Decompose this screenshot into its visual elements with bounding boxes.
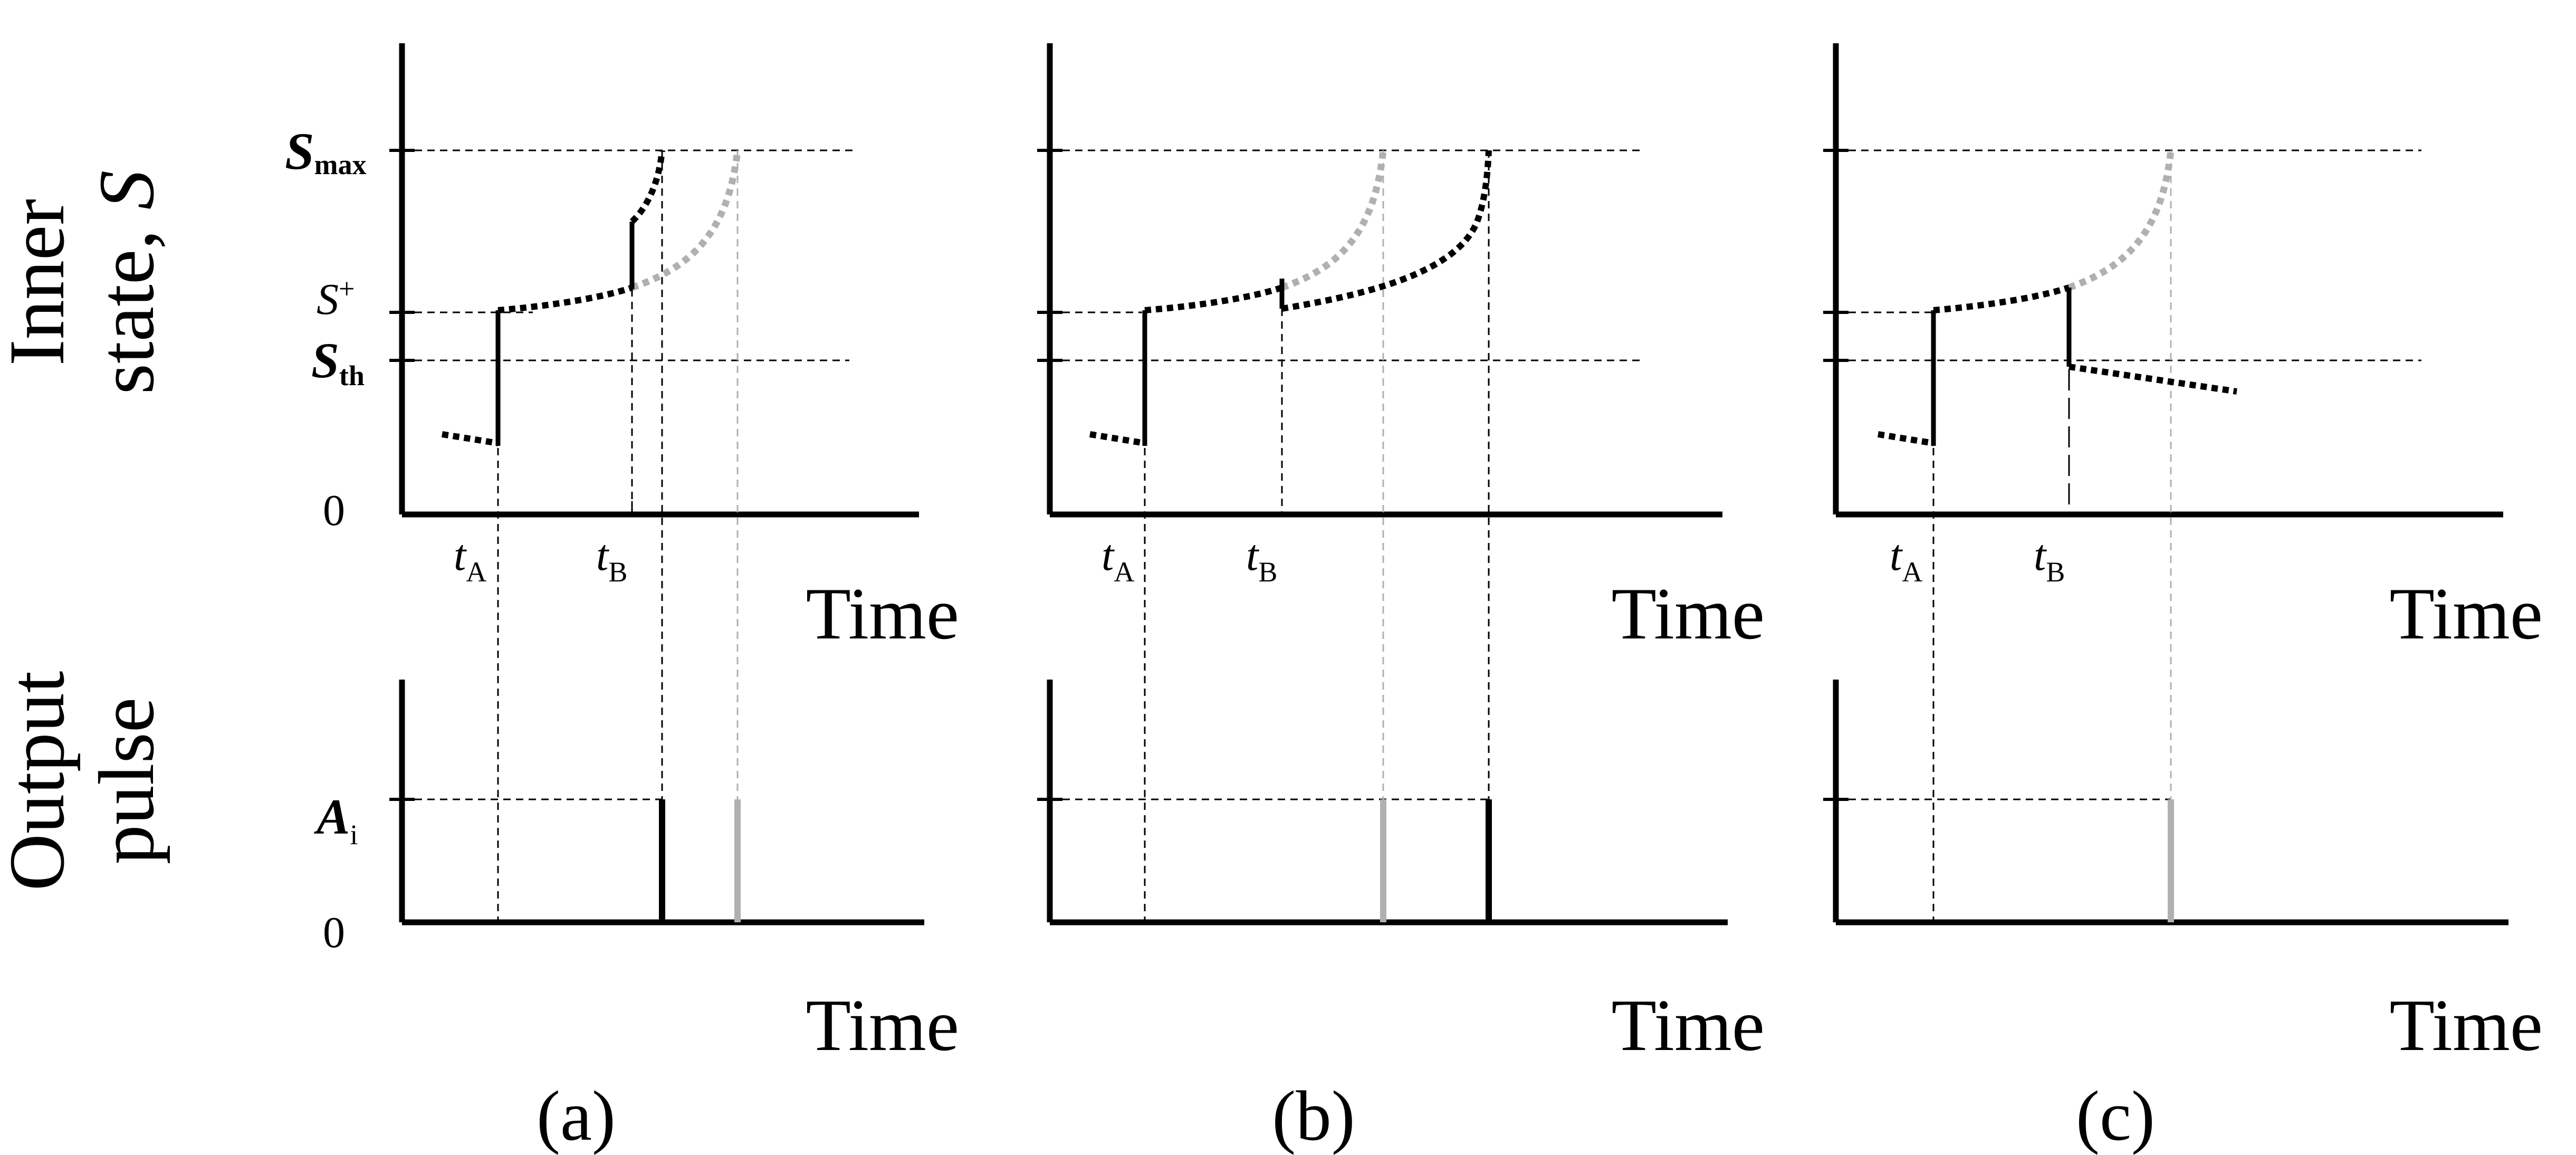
panel-c-decay: [1878, 431, 1934, 446]
panel-c-ta-label: tA: [1890, 531, 1922, 588]
panel-a-growth-curve: [497, 284, 633, 313]
ai-label: Ai: [314, 789, 358, 851]
panel-b-time-label-bottom: Time: [1611, 985, 1765, 1066]
panel-c-time-label-bottom: Time: [2389, 985, 2543, 1066]
panel-a-ta-label: tA: [454, 531, 486, 588]
panel-b-ticks: [1037, 149, 1062, 801]
panel-c-ghost-curve: [2067, 150, 2175, 291]
panel-a-time-label-bottom: Time: [806, 985, 959, 1066]
output-pulse-line1: Output: [0, 671, 81, 891]
smax-label: Smax: [285, 122, 367, 180]
panel-a-final-rise: [629, 150, 665, 224]
zero-label-bottom: 0: [323, 908, 345, 957]
panel-c-caption: (c): [2076, 1077, 2155, 1155]
panel-a-ghost-curve: [630, 150, 741, 291]
panel-c-tb-label: tB: [2034, 531, 2065, 588]
panel-a-time-label-top: Time: [806, 573, 959, 655]
inner-state-line2: state, S: [83, 170, 170, 395]
panel-b-reference-lines: [1062, 149, 1643, 922]
output-pulse-line2: pulse: [83, 698, 170, 865]
output-pulse-axis-title: Output pulse: [0, 671, 170, 891]
panel-c: tA tB Time Time (c): [1823, 43, 2543, 1155]
panel-a-ticks: [389, 149, 415, 801]
panel-a-reference-lines: [415, 149, 857, 922]
zero-label-top: 0: [323, 486, 345, 535]
splus-label: S+: [317, 273, 355, 324]
inner-state-axis-title: Inner state, S: [0, 170, 170, 395]
panel-b-time-label-top: Time: [1611, 573, 1765, 655]
panel-b-slow-rise: [1281, 150, 1492, 312]
inner-state-line1: Inner: [0, 199, 81, 366]
panel-c-post-decay: [2069, 364, 2237, 395]
sth-label: Sth: [311, 332, 365, 392]
panel-b: tA tB Time Time (b): [1037, 43, 1765, 1155]
panel-b-tb-label: tB: [1246, 531, 1277, 588]
panel-a: tA tB Time Time (a): [389, 43, 959, 1155]
panel-b-ghost-curve: [1280, 150, 1387, 291]
panel-c-reference-lines: [1849, 149, 2421, 922]
panel-b-caption: (b): [1272, 1077, 1355, 1155]
panel-a-caption: (a): [537, 1077, 616, 1155]
panel-c-time-label-top: Time: [2389, 573, 2543, 655]
panel-b-decay: [1089, 431, 1145, 446]
panel-b-ta-label: tA: [1102, 531, 1134, 588]
panel-c-ticks: [1823, 149, 1849, 801]
panel-a-tb-label: tB: [596, 531, 627, 588]
panel-c-growth-curve: [1933, 284, 2070, 313]
panel-b-growth-curve: [1144, 284, 1283, 313]
panel-a-decay: [442, 431, 499, 446]
